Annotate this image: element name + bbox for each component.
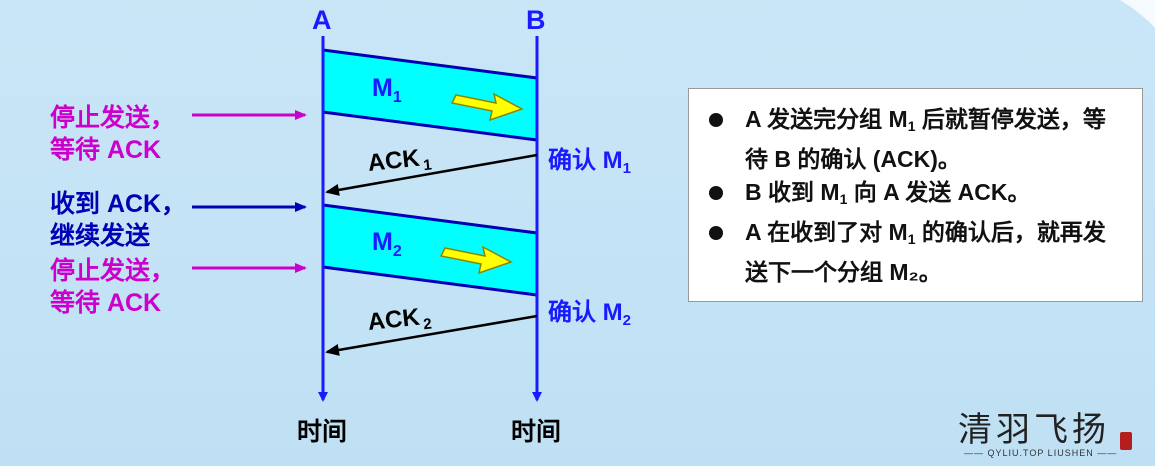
stop-wait-1-note: 停止发送， 等待 ACK (50, 102, 175, 166)
seal-icon (1120, 432, 1132, 450)
info-point-2-text: B 收到 M1 向 A 发送 ACK。 (745, 176, 1125, 216)
info-point-2-pre: B 收到 M (745, 179, 840, 205)
message-2-label: M2 (372, 228, 402, 261)
message-2-band (321, 203, 539, 297)
received-line-2: 继续发送 (50, 222, 151, 250)
stop-wait-1-line-1: 停止发送， (50, 104, 176, 132)
info-point-3: A 在收到了对 M1 的确认后，就再发送下一个分组 M₂。 (709, 216, 1142, 289)
message-1-band (321, 48, 539, 142)
info-point-2-sub: 1 (839, 191, 848, 207)
ack-1-sub: 1 (422, 156, 433, 175)
info-point-1-pre: A 发送完分组 M (745, 106, 908, 132)
confirm-2-label: 确认 M2 (548, 292, 631, 329)
info-box: A 发送完分组 M1 后就暂停发送，等待 B 的确认 (ACK)。 B 收到 M… (688, 88, 1143, 302)
message-2-direction-arrow (439, 245, 513, 275)
info-point-3-pre: A 在收到了对 M (745, 219, 908, 245)
ack-1-text: ACK (366, 144, 421, 177)
message-1-sub: 1 (392, 89, 402, 106)
bullet-icon (709, 186, 723, 200)
time-label-a: 时间 (297, 418, 348, 446)
message-2-text: M (372, 228, 393, 256)
ack-2-sub: 2 (422, 315, 433, 334)
station-b-label: B (526, 5, 546, 35)
ack-2-text: ACK (366, 303, 421, 336)
info-point-1-sub: 1 (907, 118, 916, 134)
stop-wait-2-note: 停止发送， 等待 ACK (50, 255, 175, 319)
station-a-label: A (312, 5, 332, 35)
message-1-direction-arrow (450, 92, 524, 122)
info-point-3-sub: 1 (907, 231, 916, 247)
corner-decoration (1120, 0, 1155, 28)
ack-2-arrow (325, 314, 538, 356)
message-2-sub: 2 (392, 243, 402, 260)
message-1-text: M (372, 74, 393, 102)
bullet-icon (709, 113, 723, 127)
info-point-1: A 发送完分组 M1 后就暂停发送，等待 B 的确认 (ACK)。 (709, 103, 1142, 176)
bullet-icon (709, 226, 723, 240)
watermark-title: 清羽飞扬 (958, 410, 1110, 450)
info-point-1-post: 后就暂停发送，等待 B 的确认 (ACK)。 (745, 106, 1106, 172)
message-1-label: M1 (372, 74, 402, 107)
stop-wait-2-line-1: 停止发送， (50, 257, 176, 285)
received-line-1: 收到 ACK， (50, 190, 187, 218)
time-label-b: 时间 (511, 418, 562, 446)
confirm-1-label: 确认 M1 (548, 140, 631, 177)
watermark-subtitle: —— QYLIU.TOP LIUSHEN —— (964, 448, 1118, 458)
confirm-1-sub: 1 (622, 160, 632, 177)
info-point-3-text: A 在收到了对 M1 的确认后，就再发送下一个分组 M₂。 (745, 216, 1125, 289)
info-point-1-text: A 发送完分组 M1 后就暂停发送，等待 B 的确认 (ACK)。 (745, 103, 1125, 176)
info-point-3-post: 的确认后，就再发送下一个分组 M₂。 (745, 219, 1106, 285)
ack-1-arrow (325, 153, 538, 196)
confirm-2-text: 确认 M (548, 299, 623, 326)
watermark: 清羽飞扬 —— QYLIU.TOP LIUSHEN —— (950, 400, 1145, 462)
stop-wait-2-line-2: 等待 ACK (50, 289, 162, 317)
confirm-2-sub: 2 (622, 312, 632, 329)
info-point-2-post: 向 A 发送 ACK。 (847, 179, 1031, 205)
received-note: 收到 ACK， 继续发送 (50, 188, 186, 252)
stop-wait-1-line-2: 等待 ACK (50, 136, 162, 164)
info-point-2: B 收到 M1 向 A 发送 ACK。 (709, 176, 1142, 216)
confirm-1-text: 确认 M (548, 147, 623, 174)
